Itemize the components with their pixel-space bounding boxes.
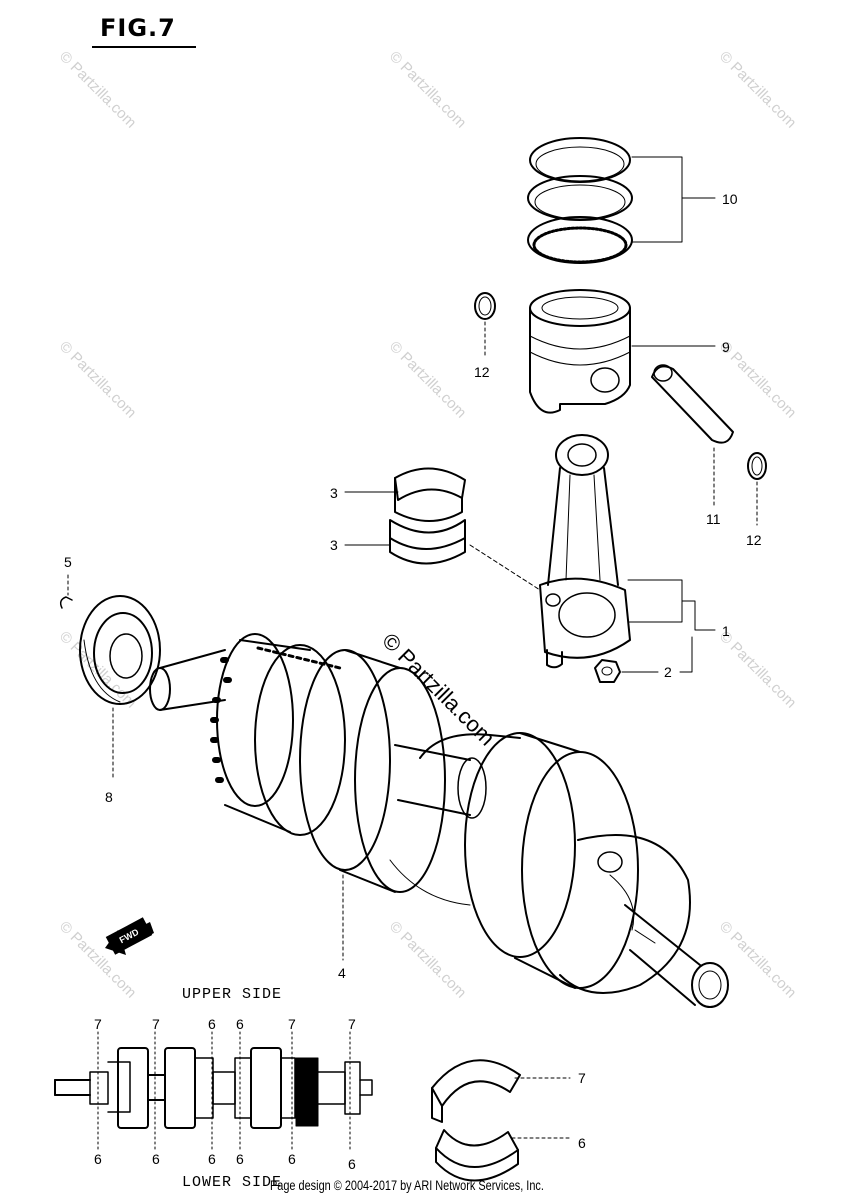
dowel-pin xyxy=(61,597,72,608)
piston-pin xyxy=(652,365,733,443)
callout-1: 1 xyxy=(722,623,730,639)
upper-position-number: 7 xyxy=(152,1016,160,1032)
callout-10: 10 xyxy=(722,191,738,207)
callout-4: 4 xyxy=(338,965,346,981)
upper-position-number: 7 xyxy=(348,1016,356,1032)
piston xyxy=(530,290,630,413)
callout-9: 9 xyxy=(722,339,730,355)
callout-12-left: 12 xyxy=(474,364,490,380)
callout-3-lower: 3 xyxy=(330,537,338,553)
lower-position-number: 6 xyxy=(348,1156,356,1172)
leader-line xyxy=(622,637,692,672)
lower-position-number: 6 xyxy=(288,1151,296,1167)
upper-position-number: 7 xyxy=(94,1016,102,1032)
lower-position-number: 6 xyxy=(94,1151,102,1167)
circlip-left xyxy=(475,293,495,319)
leader-line xyxy=(345,492,398,545)
callout-11: 11 xyxy=(706,511,721,527)
callout-5: 5 xyxy=(64,554,72,570)
lower-position-number: 6 xyxy=(208,1151,216,1167)
upper-position-number: 6 xyxy=(208,1016,216,1032)
callout-2: 2 xyxy=(664,664,672,680)
page-footer: Page design © 2004-2017 by ARI Network S… xyxy=(270,1177,544,1193)
lower-position-number: 6 xyxy=(152,1151,160,1167)
crankshaft xyxy=(150,634,728,1007)
lower-position-number: 6 xyxy=(236,1151,244,1167)
oil-seal xyxy=(80,596,160,704)
upper-position-number: 6 xyxy=(236,1016,244,1032)
lower-side-label: LOWER SIDE xyxy=(182,1174,283,1191)
leader-line xyxy=(628,580,715,630)
leader-line xyxy=(632,157,715,242)
title-underline xyxy=(92,46,196,48)
leader-line xyxy=(470,545,540,590)
rod-nut xyxy=(595,660,620,682)
main-bearings xyxy=(432,1060,520,1180)
callout-7-bearing: 7 xyxy=(578,1070,586,1086)
callout-12-right: 12 xyxy=(746,532,762,548)
callout-3-upper: 3 xyxy=(330,485,338,501)
upper-position-number: 7 xyxy=(288,1016,296,1032)
figure-title: FIG.7 xyxy=(100,14,176,42)
circlip-right xyxy=(748,453,766,479)
callout-8: 8 xyxy=(105,789,113,805)
upper-side-label: UPPER SIDE xyxy=(182,986,283,1003)
conrod-bearings xyxy=(390,468,465,563)
callout-6-bearing: 6 xyxy=(578,1135,586,1151)
connecting-rod xyxy=(540,435,630,667)
bearing-layout-chart xyxy=(55,1032,372,1150)
piston-rings xyxy=(528,138,632,263)
